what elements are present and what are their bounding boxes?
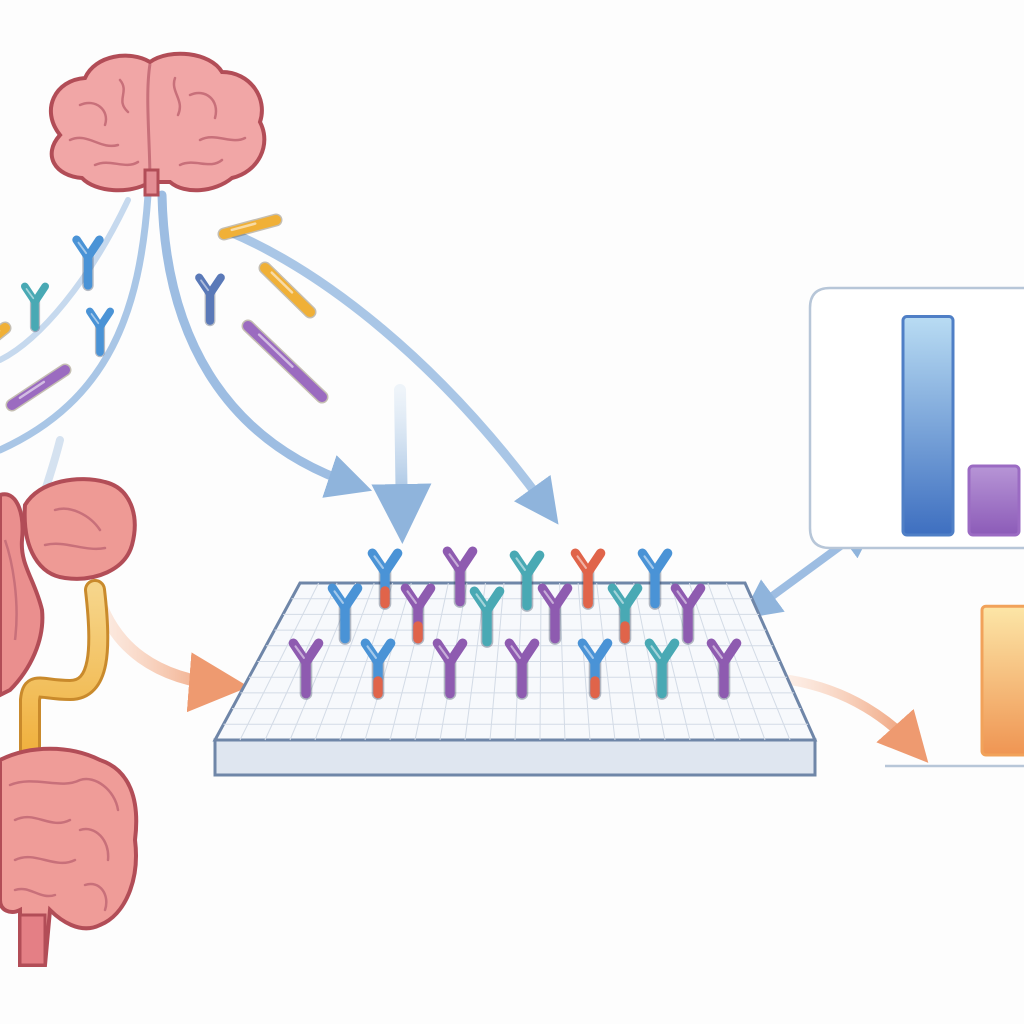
antibody-icon bbox=[644, 638, 680, 700]
antibody-icon bbox=[367, 548, 403, 610]
chart-2-bars bbox=[980, 604, 1024, 757]
plate-side bbox=[213, 738, 817, 777]
chart-1-bars bbox=[901, 315, 1021, 537]
flow-arrow-brain-to-plate-2 bbox=[371, 384, 432, 544]
antibody-icon bbox=[706, 638, 742, 700]
floating-molecules bbox=[0, 213, 329, 412]
flow-arrow-organs-to-plate bbox=[89, 579, 249, 713]
antibody-icon bbox=[469, 586, 505, 648]
microarray-plate-icon bbox=[212, 546, 818, 777]
protein-rod-icon bbox=[0, 321, 12, 341]
protein-rod-icon bbox=[258, 261, 317, 319]
flow-arrow-brain-left bbox=[0, 191, 152, 454]
liver-icon bbox=[22, 477, 137, 581]
antibody-icon bbox=[637, 548, 673, 610]
antibody-icon bbox=[20, 282, 50, 333]
antibody-icon bbox=[504, 638, 540, 700]
antibody-icon bbox=[327, 583, 363, 645]
intestine-tube-icon bbox=[19, 579, 110, 761]
antibody-icon bbox=[288, 638, 324, 700]
stomach-icon bbox=[0, 492, 45, 698]
antibody-icon bbox=[432, 638, 468, 700]
antibody-icon bbox=[360, 638, 396, 700]
antibody-icon bbox=[577, 638, 613, 700]
flow-arrow-plate-to-result bbox=[785, 675, 929, 763]
flow-arrow-brain-to-plate-1 bbox=[157, 190, 373, 498]
plate-antibodies bbox=[288, 546, 742, 700]
antibody-icon bbox=[537, 583, 573, 645]
bar bbox=[967, 464, 1021, 537]
plate-grid bbox=[223, 582, 808, 741]
antibody-icon bbox=[570, 548, 606, 610]
intestine-icon bbox=[0, 746, 139, 967]
protein-rod-icon bbox=[5, 363, 72, 412]
protein-rod-icon bbox=[241, 319, 329, 404]
brain-icon bbox=[48, 51, 267, 197]
antibody-icon bbox=[670, 583, 706, 645]
flow-arrow-brain-left-outer bbox=[0, 197, 131, 363]
antibody-icon bbox=[85, 307, 115, 358]
bar bbox=[980, 604, 1024, 757]
antibody-icon bbox=[607, 583, 643, 645]
protein-rod-icon bbox=[217, 213, 283, 241]
flow-arrow-brain-to-plate-3 bbox=[225, 227, 559, 525]
antibody-icon bbox=[72, 235, 104, 292]
antibody-icon bbox=[509, 550, 545, 612]
result-chart bbox=[885, 604, 1024, 768]
bar bbox=[901, 315, 955, 537]
antibody-icon bbox=[195, 273, 225, 327]
bar-chart-icon bbox=[808, 286, 1024, 550]
antibody-icon bbox=[442, 546, 478, 608]
antibody-icon bbox=[400, 583, 436, 645]
